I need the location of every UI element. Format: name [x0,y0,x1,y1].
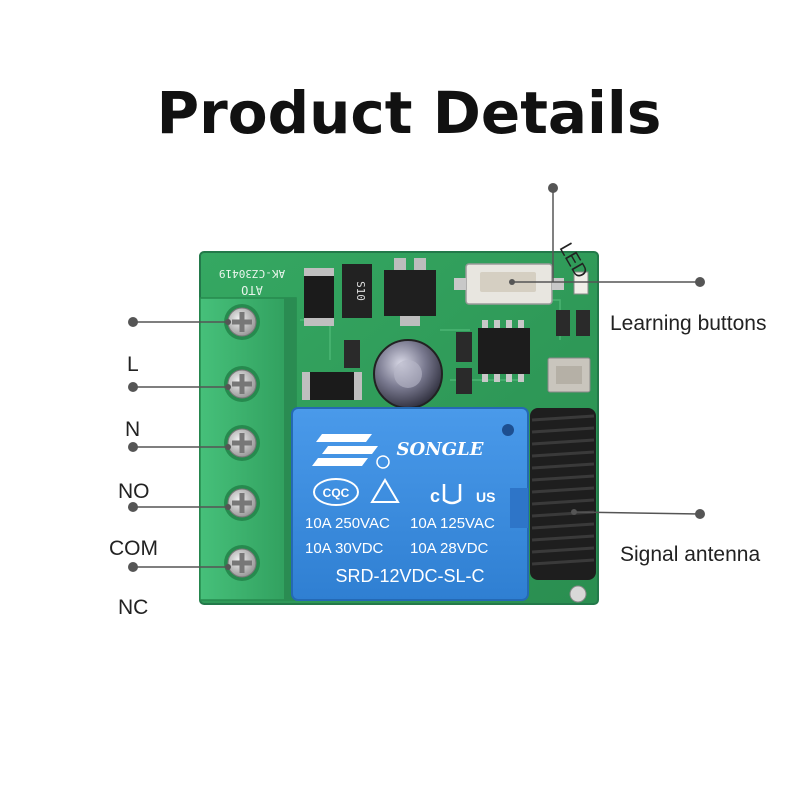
relay-brand: SONGLE [397,439,484,460]
relay-rating-4: 10A 28VDC [410,540,489,557]
relay: SONGLE CQC c US 10A 250VAC 10A 125VAC 10… [291,407,529,601]
callouts [128,183,705,572]
smd-resistor-3 [456,368,472,394]
smd-resistor-5 [576,310,590,336]
label-signal-antenna: Signal antenna [620,543,761,566]
smd-resistor-2 [456,332,472,362]
smd-resistor-4 [556,310,570,336]
page-title: Product Details [156,79,662,147]
terminal-screws [224,304,260,581]
smd-resistor-1 [344,340,360,368]
relay-rating-2: 10A 125VAC [410,515,495,532]
ul-us-mark: US [476,489,495,505]
mounting-hole [569,585,587,603]
label-l: L [127,353,139,376]
silk-text-1: ATO [241,283,263,297]
signal-antenna [530,408,596,580]
ic-chip [478,328,530,374]
songle-logo-icon [312,434,378,466]
smd-diode-1 [304,268,334,326]
smd-diode-2 [302,372,362,400]
label-learning-buttons: Learning buttons [610,312,767,335]
label-com: COM [109,537,158,560]
relay-rating-3: 10A 30VDC [305,540,384,557]
label-n: N [125,418,141,441]
cqc-mark: CQC [323,486,350,500]
svg-text:c: c [430,486,440,506]
regulator-chip [384,270,436,316]
silk-text-2: AK-CZ30419 [219,267,285,280]
warning-triangle-icon [370,478,400,503]
relay-rating-1: 10A 250VAC [305,515,390,532]
smd-diode-s10 [342,264,372,318]
ul-mark-icon [442,484,462,505]
diode-label: S10 [354,281,367,301]
label-no: NO [118,480,150,503]
relay-model: SRD-12VDC-SL-C [335,566,484,586]
led-component [573,271,589,295]
silkscreen-text: ATO AK-CZ30419 [219,267,285,297]
label-nc: NC [118,596,149,619]
